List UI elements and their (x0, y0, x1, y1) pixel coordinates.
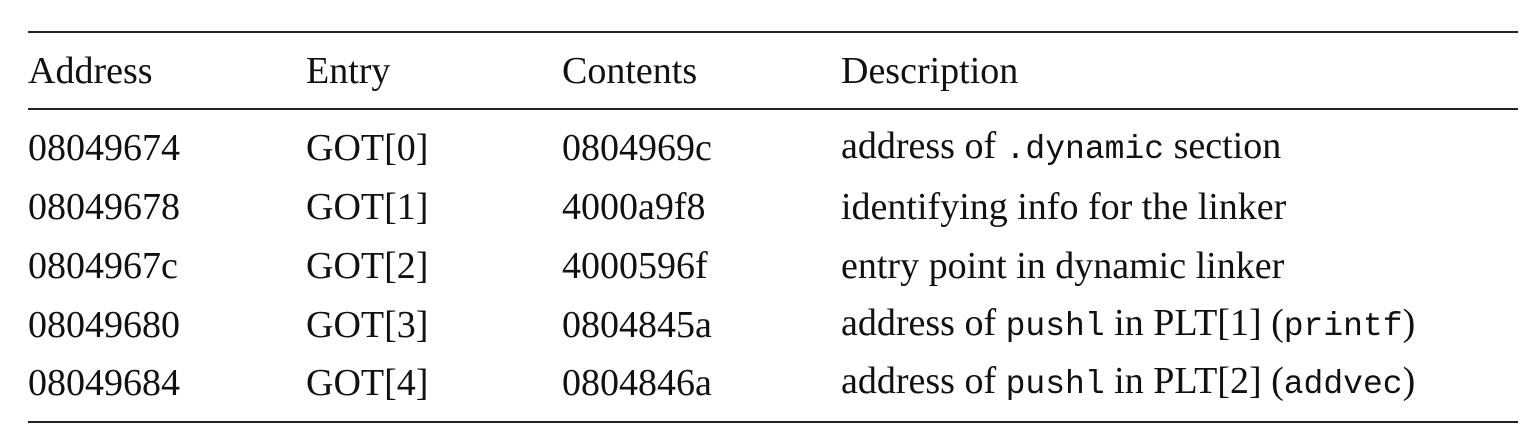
address-cell: 08049684 (28, 362, 180, 404)
header-row: Address Entry Contents Description (28, 32, 1518, 109)
entry-cell: GOT[1] (306, 185, 429, 228)
code-text: pushl (1005, 307, 1105, 345)
table-row: 08049684 GOT[4] 0804846a address of push… (28, 354, 1518, 422)
description-text: entry point in dynamic linker (841, 244, 1285, 287)
description-cell: identifying info for the linker (841, 177, 1518, 236)
description-text: in PLT[2] ( (1104, 360, 1284, 402)
got-table: Address Entry Contents Description 08049… (28, 31, 1518, 423)
code-text: pushl (1005, 366, 1105, 403)
description-text: in PLT[1] ( (1104, 301, 1284, 344)
table-row: 08049678 GOT[1] 4000a9f8 identifying inf… (28, 177, 1518, 236)
description-text: section (1164, 124, 1282, 167)
table-body: 08049674 GOT[0] 0804969c address of .dyn… (28, 109, 1518, 422)
description-cell: address of .dynamic section (841, 109, 1518, 177)
contents-cell: 4000a9f8 (562, 185, 706, 228)
description-cell: address of pushl in PLT[2] (addvec) (841, 354, 1518, 422)
entry-cell: GOT[0] (306, 126, 429, 169)
description-cell: entry point in dynamic linker (841, 236, 1518, 295)
address-cell: 08049680 (28, 303, 180, 346)
code-text: addvec (1283, 366, 1403, 403)
address-cell: 08049678 (28, 185, 180, 228)
description-text: ) (1402, 301, 1416, 344)
address-cell: 08049674 (28, 126, 180, 169)
entry-cell: GOT[2] (306, 244, 429, 287)
description-text: address of (841, 301, 1006, 344)
table-row: 08049674 GOT[0] 0804969c address of .dyn… (28, 109, 1518, 177)
entry-cell: GOT[4] (306, 362, 429, 404)
entry-cell: GOT[3] (306, 303, 429, 346)
header-description: Description (841, 49, 1019, 92)
table-header: Address Entry Contents Description (28, 32, 1518, 109)
header-address: Address (28, 49, 153, 92)
table-row: 08049680 GOT[3] 0804845a address of push… (28, 295, 1518, 354)
contents-cell: 4000596f (562, 244, 708, 287)
code-text: printf (1283, 307, 1403, 345)
header-entry: Entry (306, 49, 391, 92)
description-text: address of (841, 360, 1006, 402)
table-row: 0804967c GOT[2] 4000596f entry point in … (28, 236, 1518, 295)
address-cell: 0804967c (28, 244, 178, 287)
code-text: .dynamic (1005, 130, 1165, 168)
header-contents: Contents (562, 49, 698, 92)
contents-cell: 0804846a (562, 362, 712, 404)
contents-cell: 0804845a (562, 303, 712, 346)
contents-cell: 0804969c (562, 126, 712, 169)
description-text: identifying info for the linker (841, 185, 1287, 228)
description-cell: address of pushl in PLT[1] (printf) (841, 295, 1518, 354)
description-text: ) (1402, 360, 1416, 402)
description-text: address of (841, 124, 1006, 167)
